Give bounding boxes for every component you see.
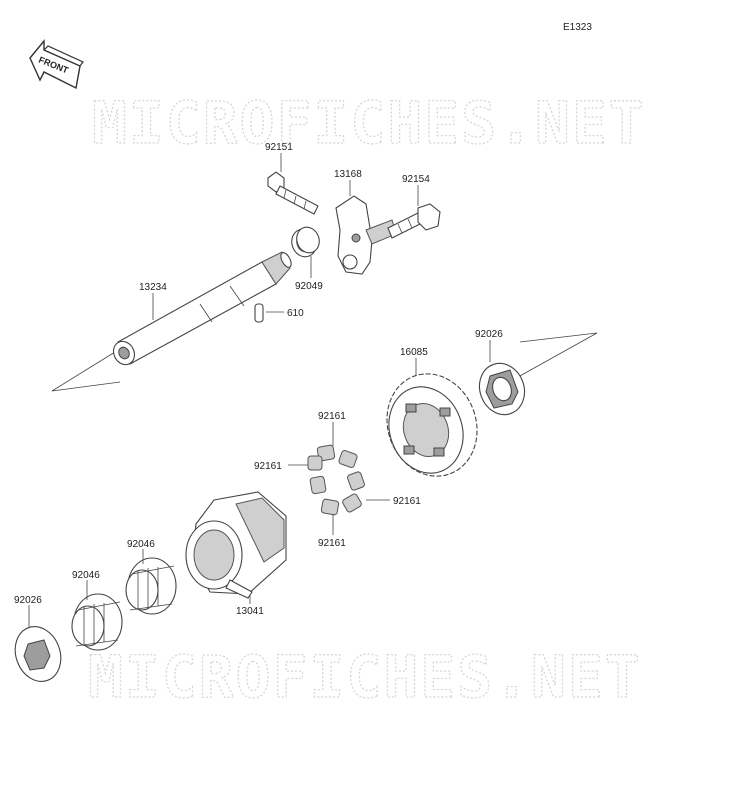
- label-92151: 92151: [265, 142, 293, 172]
- watermark-top: MICROFICHES.NET: [92, 89, 646, 157]
- part-number: 610: [287, 308, 304, 319]
- front-arrow-icon: FRONT: [29, 39, 84, 90]
- gear: [386, 373, 478, 477]
- part-number: 13234: [139, 282, 167, 293]
- part-number: 92161: [318, 411, 346, 422]
- label-92026-left: 92026: [14, 595, 42, 628]
- diagram-code: E1323: [563, 22, 592, 33]
- label-92161-top: 92161: [318, 411, 346, 446]
- label-92049: 92049: [295, 256, 323, 292]
- washer-right: [478, 362, 526, 416]
- label-16085: 16085: [400, 347, 428, 376]
- label-92046-lower: 92046: [72, 570, 100, 600]
- damper-set: [307, 444, 365, 516]
- pin: [254, 303, 284, 323]
- part-number: 16085: [400, 347, 428, 358]
- bolt-left: [267, 171, 319, 215]
- part-number: 13168: [334, 169, 362, 180]
- part-number: 92046: [127, 539, 155, 550]
- part-number: 92151: [265, 142, 293, 153]
- bearing-lower: [71, 593, 123, 651]
- bearing-upper: [125, 557, 177, 615]
- label-92026-right: 92026: [475, 329, 503, 362]
- part-number: 92161: [254, 461, 282, 472]
- label-92154: 92154: [402, 174, 430, 206]
- hub: [185, 491, 287, 599]
- part-number: 92026: [14, 595, 42, 606]
- holder: [335, 195, 397, 275]
- part-number: 92026: [475, 329, 503, 340]
- label-13168: 13168: [334, 169, 362, 196]
- part-number: 92049: [295, 281, 323, 292]
- bolt-right: [387, 203, 441, 239]
- part-number: 92161: [318, 538, 346, 549]
- part-number: 92046: [72, 570, 100, 581]
- label-92046-upper: 92046: [127, 539, 155, 564]
- label-92161-bottom: 92161: [318, 514, 346, 549]
- label-610: 610: [287, 308, 304, 319]
- label-92161-right: 92161: [366, 496, 421, 507]
- label-13234: 13234: [139, 282, 167, 320]
- shaft: [112, 251, 292, 366]
- part-number: 92154: [402, 174, 430, 185]
- part-number: 92161: [393, 496, 421, 507]
- axis-lines: [51, 332, 598, 392]
- oil-seal: [291, 226, 320, 258]
- watermark-bottom: MICROFICHES.NET: [88, 643, 642, 711]
- label-13041: 13041: [236, 596, 264, 617]
- washer-left: [14, 626, 62, 682]
- part-number: 13041: [236, 606, 264, 617]
- label-92161-left: 92161: [254, 461, 308, 472]
